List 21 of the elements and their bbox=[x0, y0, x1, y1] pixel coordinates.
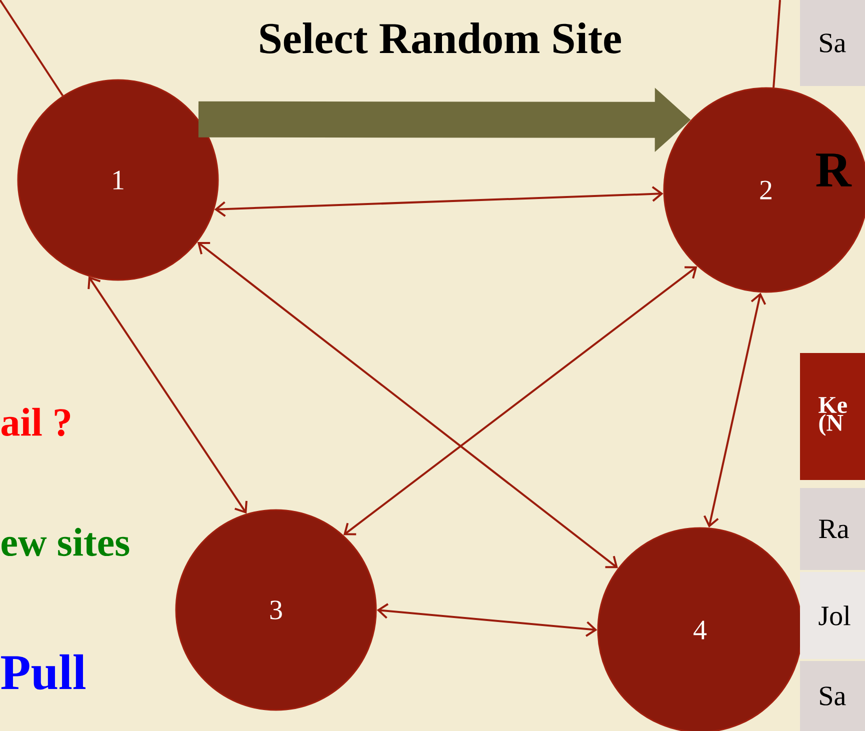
header-cell: Ke (N bbox=[800, 353, 865, 480]
double-arrow bbox=[214, 186, 664, 217]
double-arrow bbox=[343, 266, 698, 536]
circle-node: 3 bbox=[175, 509, 377, 711]
double-arrow bbox=[197, 242, 618, 568]
table-cell: Ra bbox=[800, 488, 865, 570]
side-text: Pull bbox=[1, 654, 86, 690]
table-cell: Sa bbox=[800, 661, 865, 731]
table-cell: Jol bbox=[800, 572, 865, 659]
circle-node: 4 bbox=[597, 527, 803, 731]
leader-line bbox=[772, 0, 781, 88]
circle-node: 1 bbox=[17, 79, 219, 281]
leader-line bbox=[0, 0, 64, 96]
double-arrow bbox=[376, 603, 598, 637]
side-text: ail ? bbox=[2, 408, 70, 436]
double-arrow bbox=[704, 292, 766, 528]
table-cell: Sa bbox=[800, 0, 865, 86]
side-text: ew sites bbox=[2, 528, 130, 556]
edge-label: Select Random Site bbox=[256, 20, 624, 56]
double-arrow bbox=[88, 276, 248, 514]
side-text: R bbox=[816, 154, 852, 186]
